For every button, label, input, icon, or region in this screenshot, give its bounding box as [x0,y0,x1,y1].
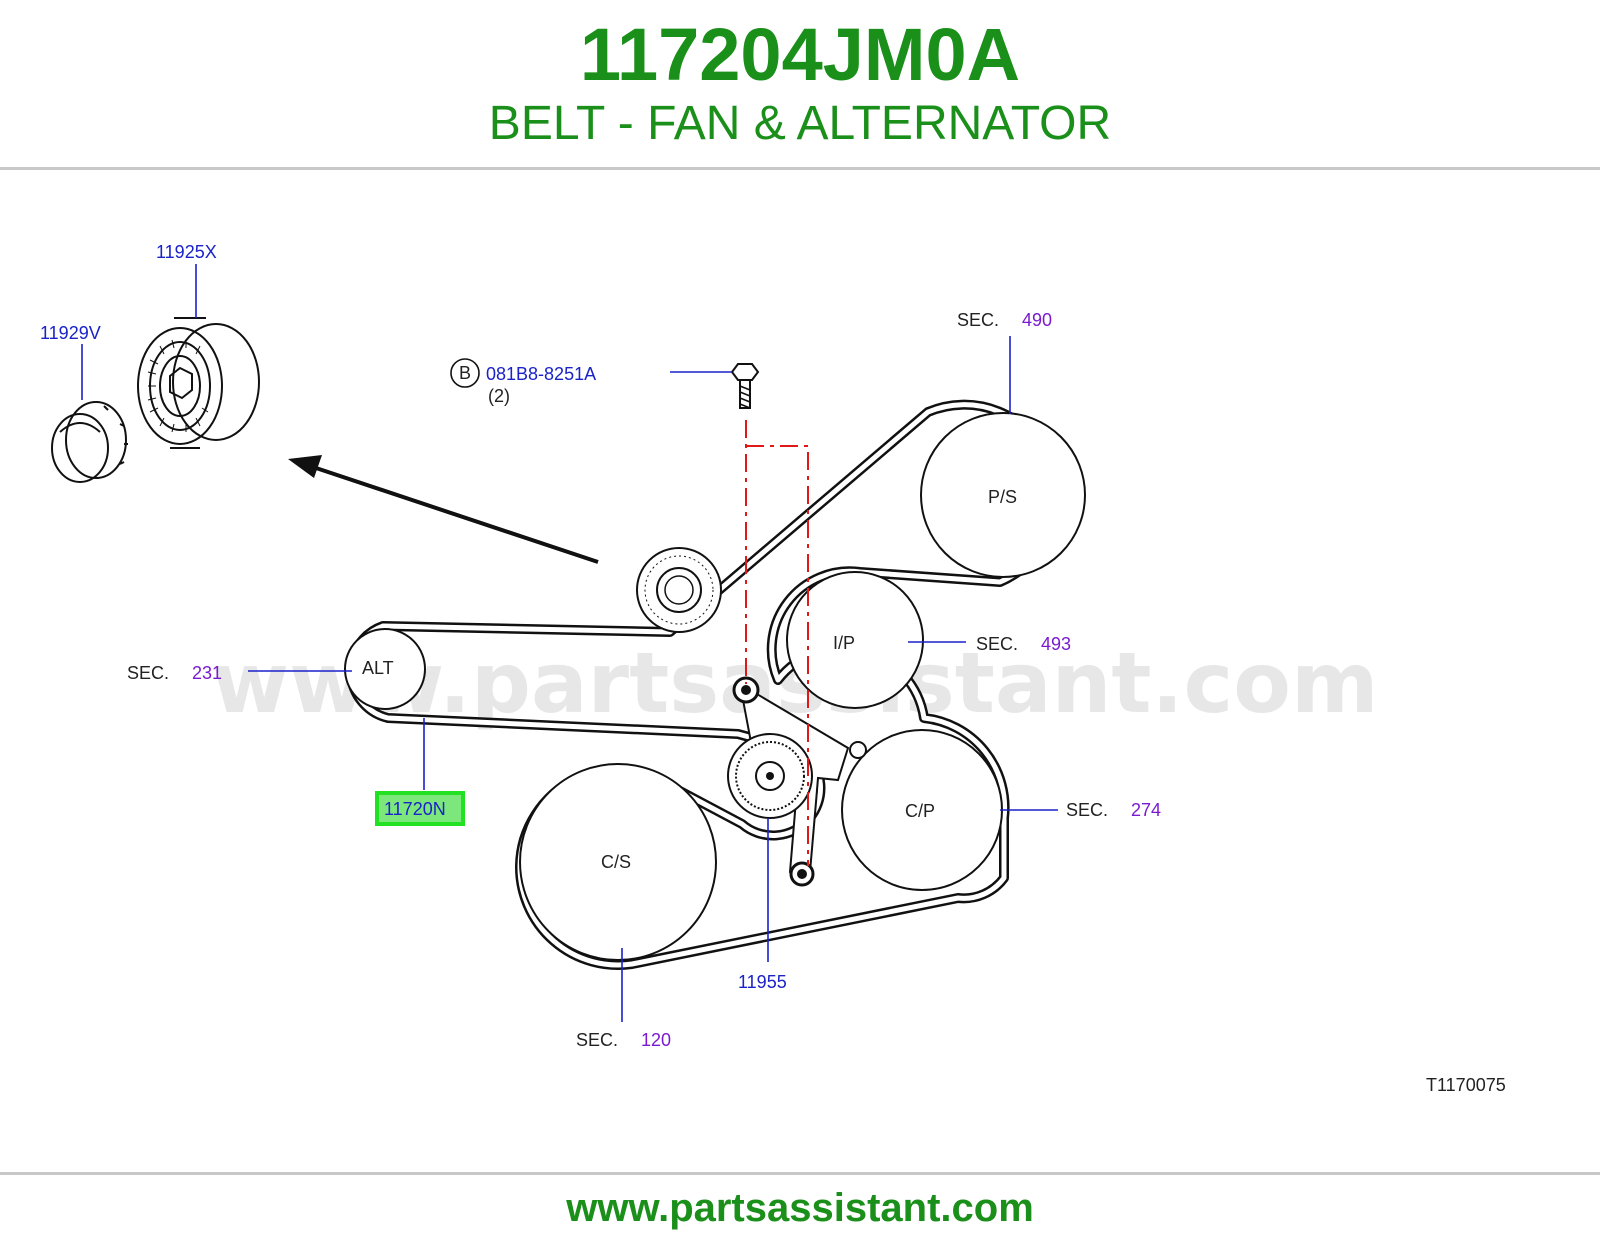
sec-label: SEC. [957,310,999,330]
pulley-label-ps: P/S [988,487,1017,507]
footer-site-link[interactable]: www.partsassistant.com [566,1186,1034,1230]
sec-number-231[interactable]: 231 [192,663,222,683]
footer-divider [0,1172,1600,1175]
sec-ref-493[interactable]: SEC. 493 [976,634,1071,654]
pulley-power-steering [920,412,1086,578]
pulley-idler [786,571,924,709]
bolt-quantity: (2) [488,386,510,406]
bolt-icon [730,363,760,409]
sec-ref-231[interactable]: SEC. 231 [127,663,222,683]
idler-pulley-exploded-icon [137,317,260,449]
tensioner-assembly-icon [727,676,867,887]
belt-routing-diagram: www.partsassistant.com [40,242,1506,1095]
part-link-081b8-8251a[interactable]: 081B8-8251A [486,364,596,384]
pulley-crankshaft [519,763,717,961]
sec-label: SEC. [127,663,169,683]
bolt-center-lines [745,420,809,866]
part-link-11955[interactable]: 11955 [738,972,787,992]
bolt-callout: B 081B8-8251A (2) [450,358,596,406]
upper-idler-pulley-icon [636,547,722,633]
bolt-marker-circle [450,358,480,388]
part-link-11925x[interactable]: 11925X [156,242,217,262]
sec-label: SEC. [1066,800,1108,820]
sec-number-120[interactable]: 120 [641,1030,671,1050]
pulley-alternator [344,628,426,710]
sec-number-490[interactable]: 490 [1022,310,1052,330]
part-link-11720n[interactable]: 11720N [384,799,446,819]
dust-cap-exploded-icon [51,401,128,483]
sec-number-274[interactable]: 274 [1131,800,1161,820]
figure-id: T1170075 [1426,1075,1506,1095]
part-number-title: 117204JM0A [579,13,1021,96]
sec-ref-490[interactable]: SEC. 490 [957,310,1052,330]
part-link-11929v[interactable]: 11929V [40,323,101,343]
bolt-marker-letter: B [459,363,471,383]
highlight-11720n [375,791,465,826]
header-divider [0,167,1600,170]
pulley-label-alt: ALT [362,658,394,678]
pulley-label-cs: C/S [601,852,631,872]
sec-label: SEC. [976,634,1018,654]
sec-label: SEC. [576,1030,618,1050]
sec-ref-274[interactable]: SEC. 274 [1066,800,1161,820]
explode-arrow-icon [288,455,599,564]
header: 117204JM0A BELT - FAN & ALTERNATOR [0,0,1600,168]
pulley-label-ip: I/P [833,633,855,653]
pulley-label-cp: C/P [905,801,935,821]
sec-number-493[interactable]: 493 [1041,634,1071,654]
sec-ref-120[interactable]: SEC. 120 [576,1030,671,1050]
part-description: BELT - FAN & ALTERNATOR [488,97,1112,150]
